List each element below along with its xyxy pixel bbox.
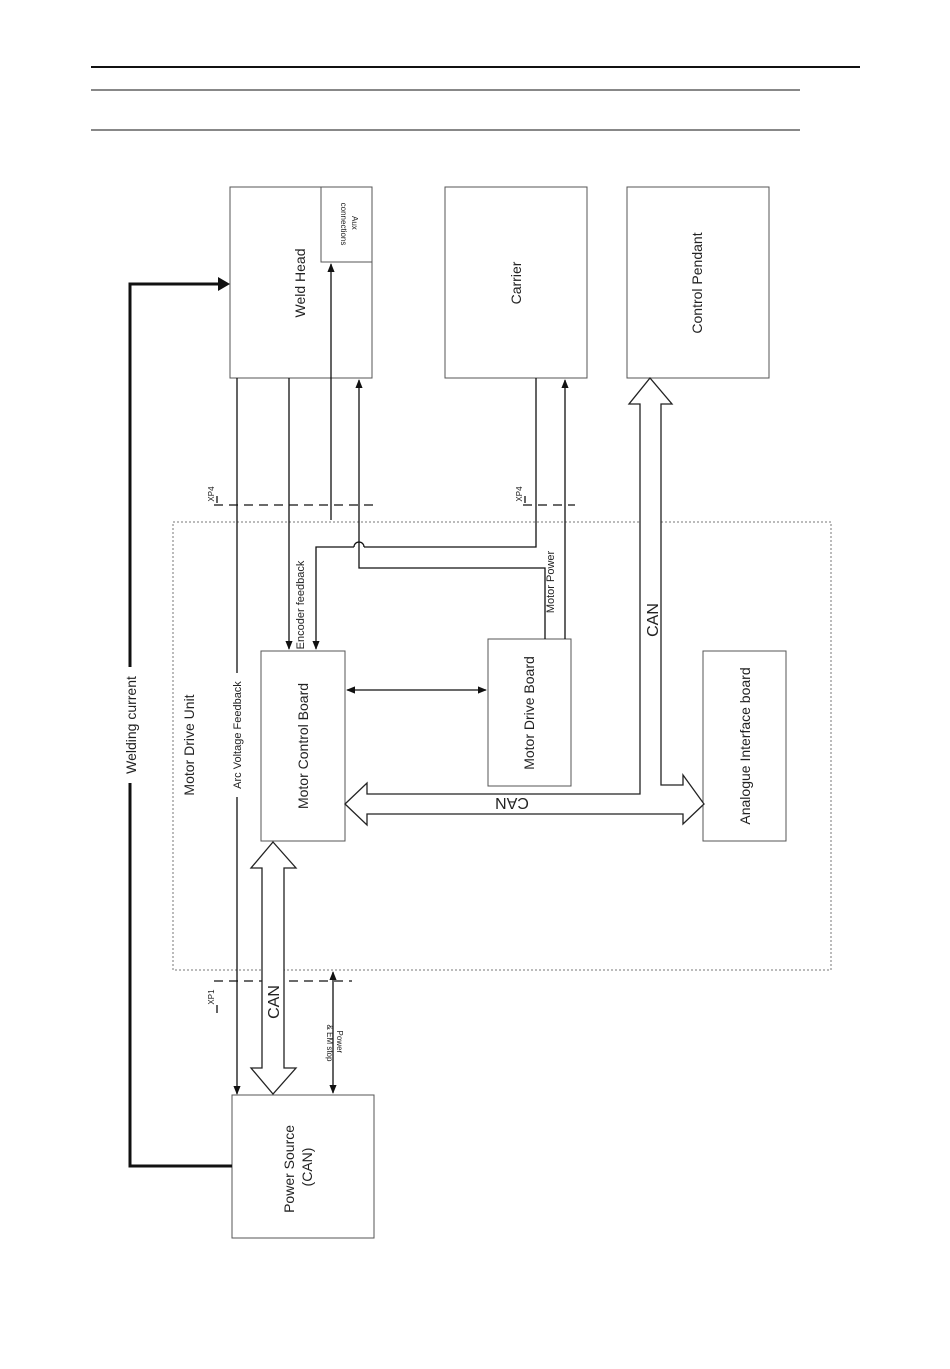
can-pendant-label: CAN (645, 603, 662, 637)
carrier-feedback-line (316, 378, 536, 649)
can-internal-label: CAN (495, 794, 529, 811)
encoder-feedback-label: Encoder feedback (295, 560, 307, 649)
power-source-block: Power Source (CAN) (232, 1095, 374, 1238)
motor-control-board-block: Motor Control Board (261, 651, 345, 841)
arc-voltage-feedback-line: Arc Voltage Feedback (231, 378, 244, 1094)
control-pendant-label: Control Pendant (689, 232, 705, 333)
welding-current-label: Welding current (123, 676, 139, 774)
motor-drive-unit-label: Motor Drive Unit (181, 694, 197, 795)
motor-drive-board-label: Motor Drive Board (521, 656, 537, 770)
power-em-stop-label: Power & EM stop (325, 1025, 344, 1062)
xp4-left-label: XP4 (207, 486, 216, 502)
welding-current-line: Welding current (120, 277, 232, 1166)
control-pendant-block: Control Pendant (627, 187, 769, 378)
weld-head-block: Aux connections Weld Head (230, 187, 372, 378)
carrier-label: Carrier (508, 261, 524, 304)
analogue-interface-board-block: Analogue Interface board (703, 651, 786, 841)
xp4-right-connector: XP4 (515, 486, 575, 505)
power-em-stop-line: Power & EM stop (325, 972, 344, 1093)
arc-voltage-feedback-label: Arc Voltage Feedback (232, 681, 244, 789)
can-power-source-label: CAN (266, 985, 283, 1019)
carrier-block: Carrier (445, 187, 587, 378)
motor-control-board-label: Motor Control Board (295, 683, 311, 809)
weld-head-label: Weld Head (292, 248, 308, 317)
encoder-feedback-line: Encoder feedback (289, 378, 307, 649)
xp4-right-label: XP4 (515, 486, 524, 502)
motor-power-weld-head-line: Motor Power (359, 380, 557, 639)
can-bus-power-source: CAN (251, 842, 296, 1094)
motor-drive-board-block: Motor Drive Board (488, 639, 571, 786)
xp4-left-connector: XP4 (207, 486, 375, 505)
motor-power-label: Motor Power (545, 550, 557, 613)
analogue-interface-board-label: Analogue Interface board (737, 667, 753, 824)
xp1-label: XP1 (207, 989, 216, 1005)
